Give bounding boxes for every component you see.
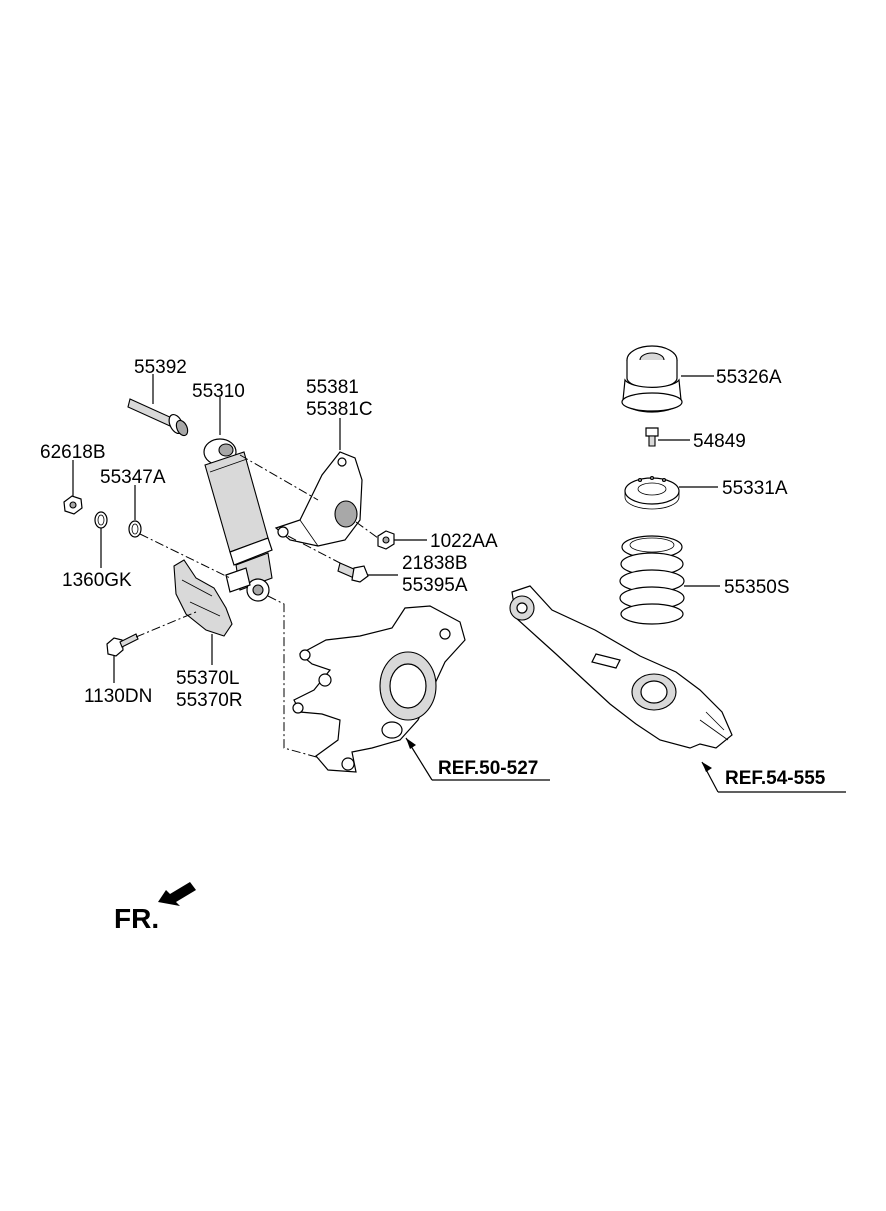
leader-lines — [72, 374, 846, 793]
label-55381: 55381 — [306, 377, 359, 398]
label-1130dn: 1130DN — [84, 686, 152, 707]
shock-mount-bolt — [127, 398, 189, 437]
label-55347a: 55347A — [100, 467, 166, 488]
label-54849: 54849 — [693, 431, 746, 452]
washer-1360gk — [94, 511, 108, 529]
rear-knuckle — [292, 605, 466, 773]
washer-55347a — [128, 520, 142, 538]
front-arrow-icon — [158, 882, 196, 906]
front-direction-indicator: FR. — [114, 882, 196, 934]
label-55350s: 55350S — [724, 577, 790, 598]
label-1022aa: 1022AA — [430, 531, 498, 552]
label-55381c: 55381C — [306, 399, 373, 420]
nut-1022aa — [377, 530, 395, 550]
label-21838b: 21838B — [402, 553, 468, 574]
label-55392: 55392 — [134, 357, 187, 378]
bolt-1130dn — [106, 633, 139, 657]
label-55310: 55310 — [192, 381, 245, 402]
bolt-54849 — [645, 427, 659, 447]
label-62618b: 62618B — [40, 442, 106, 463]
ref-lower-arm: REF.54-555 — [725, 768, 826, 789]
front-label: FR. — [114, 903, 159, 934]
label-55326a: 55326A — [716, 367, 782, 388]
label-55331a: 55331A — [722, 478, 788, 499]
shock-shield — [173, 559, 233, 637]
label-55395a: 55395A — [402, 575, 468, 596]
lower-arm — [509, 585, 733, 749]
shock-absorber — [203, 438, 273, 602]
part-labels: 55392 55310 55381 55381C 62618B 55347A 1… — [40, 357, 826, 789]
label-55370l: 55370L — [176, 668, 239, 689]
spring-pad — [624, 475, 680, 510]
label-55370r: 55370R — [176, 690, 243, 711]
bump-stopper — [621, 345, 683, 413]
ref-knuckle: REF.50-527 — [438, 758, 538, 779]
nut-62618b — [63, 495, 83, 515]
bolt-21838b — [337, 562, 369, 583]
coil-spring — [619, 535, 685, 625]
label-1360gk: 1360GK — [62, 570, 132, 591]
shock-bracket — [274, 451, 363, 547]
assembly-lines — [135, 454, 379, 759]
